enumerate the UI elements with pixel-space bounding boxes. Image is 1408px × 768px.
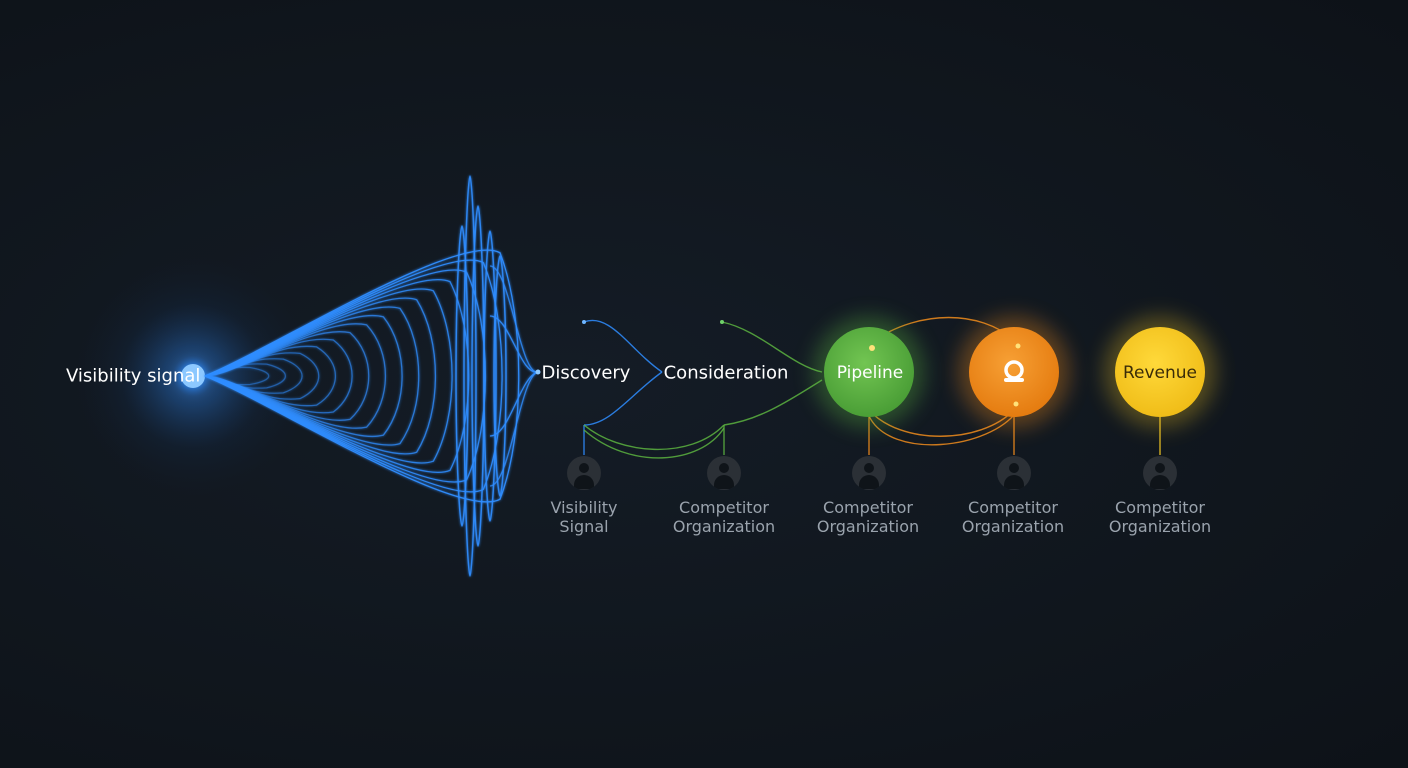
wave-spike bbox=[463, 175, 477, 577]
spark-dot bbox=[869, 345, 875, 351]
spark-dot bbox=[1013, 401, 1019, 407]
wave-loop bbox=[204, 269, 486, 483]
person-icon bbox=[997, 456, 1031, 490]
spark-dot bbox=[535, 369, 541, 375]
connector-line bbox=[583, 427, 725, 459]
person-icon bbox=[852, 456, 886, 490]
wave-spike bbox=[483, 230, 497, 522]
stage-label-visibility: Visibility signal bbox=[66, 365, 201, 387]
stage-label-discovery: Discovery bbox=[541, 362, 631, 384]
signal-core bbox=[181, 364, 205, 388]
orange-node bbox=[969, 327, 1059, 417]
spark-dot bbox=[1015, 343, 1021, 349]
wave-loop bbox=[204, 306, 420, 446]
stage-label-pipeline: Pipeline bbox=[836, 363, 904, 383]
wave-bundle bbox=[204, 175, 539, 577]
wave-converge bbox=[489, 371, 539, 437]
spark-dot bbox=[582, 320, 586, 324]
wave-loop bbox=[204, 259, 503, 493]
wave-loop bbox=[204, 338, 353, 414]
person-icon bbox=[707, 456, 741, 490]
stage-label-consideration: Consideration bbox=[663, 362, 789, 384]
person-icon bbox=[1143, 456, 1177, 490]
wave-spike bbox=[471, 205, 485, 547]
ring-icon bbox=[1004, 360, 1024, 382]
wave-spike bbox=[493, 255, 507, 497]
connector-line bbox=[723, 379, 823, 426]
connector-line bbox=[583, 424, 725, 451]
pipeline-node bbox=[824, 327, 914, 417]
wave-loop bbox=[204, 297, 436, 455]
wave-spike bbox=[455, 225, 469, 527]
wave-loop bbox=[204, 249, 520, 503]
revenue-node bbox=[1115, 327, 1205, 417]
person-icon bbox=[567, 456, 601, 490]
wave-loop bbox=[204, 288, 453, 464]
stage-label-revenue: Revenue bbox=[1122, 363, 1198, 383]
wave-converge bbox=[489, 265, 539, 373]
wave-loop bbox=[204, 323, 387, 429]
connector-line bbox=[583, 371, 663, 426]
connector-line bbox=[721, 321, 823, 373]
wave-loop bbox=[204, 331, 370, 421]
spark-dot bbox=[720, 320, 724, 324]
wave-converge bbox=[489, 315, 539, 373]
connector-line bbox=[583, 319, 663, 373]
wave-converge bbox=[489, 371, 539, 487]
wave-loop bbox=[204, 314, 403, 438]
